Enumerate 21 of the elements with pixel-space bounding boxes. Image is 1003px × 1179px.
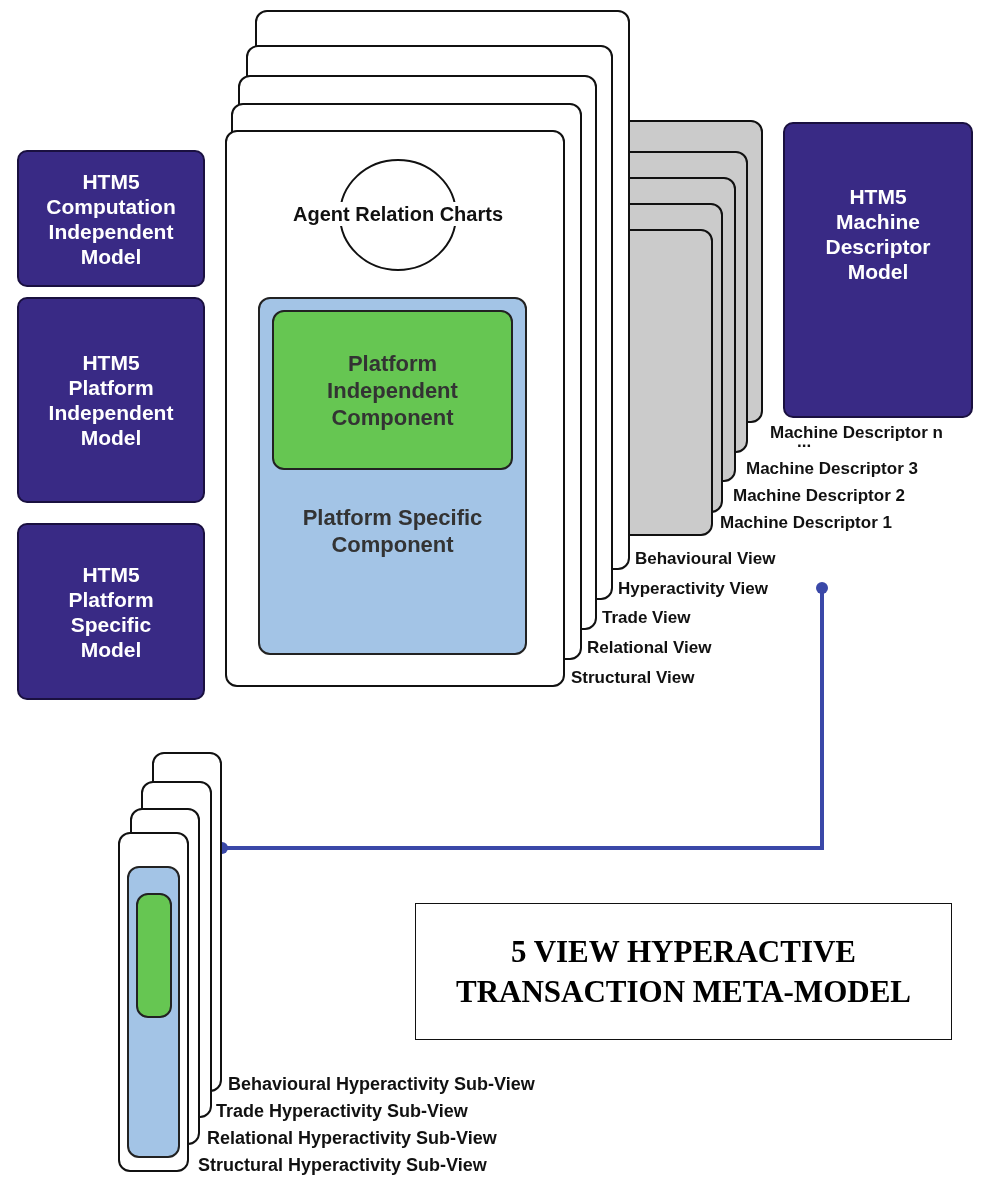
component-box bbox=[272, 310, 513, 470]
component-label: Platform Independent Component bbox=[326, 350, 459, 431]
card-label: Trade View bbox=[602, 608, 691, 628]
title-box: 5 VIEW HYPERACTIVE TRANSACTION META-MODEL bbox=[415, 903, 952, 1040]
model-box: HTM5 Platform Specific Model bbox=[17, 523, 205, 700]
model-box: HTM5 Platform Independent Model bbox=[17, 297, 205, 503]
card-label: Structural View bbox=[571, 668, 695, 688]
card-label: Structural Hyperactivity Sub-View bbox=[198, 1155, 487, 1175]
component-label: Platform Specific Component bbox=[301, 504, 484, 558]
card-label: Relational View bbox=[587, 638, 712, 658]
card-label: Relational Hyperactivity Sub-View bbox=[207, 1128, 497, 1148]
card-label: Trade Hyperactivity Sub-View bbox=[216, 1101, 468, 1121]
card-label: Machine Descriptor 1 bbox=[720, 513, 892, 533]
card-label: Machine Descriptor n bbox=[770, 423, 943, 443]
model-box: HTM5 Machine Descriptor Model bbox=[783, 122, 973, 418]
card-label: Machine Descriptor 3 bbox=[746, 459, 918, 479]
card-label: Behavioural View bbox=[635, 549, 776, 569]
card-label: Machine Descriptor 2 bbox=[733, 486, 905, 506]
card-label: Hyperactivity View bbox=[618, 579, 768, 599]
model-box: HTM5 Computation Independent Model bbox=[17, 150, 205, 287]
card-label: Behavioural Hyperactivity Sub-View bbox=[228, 1074, 535, 1094]
